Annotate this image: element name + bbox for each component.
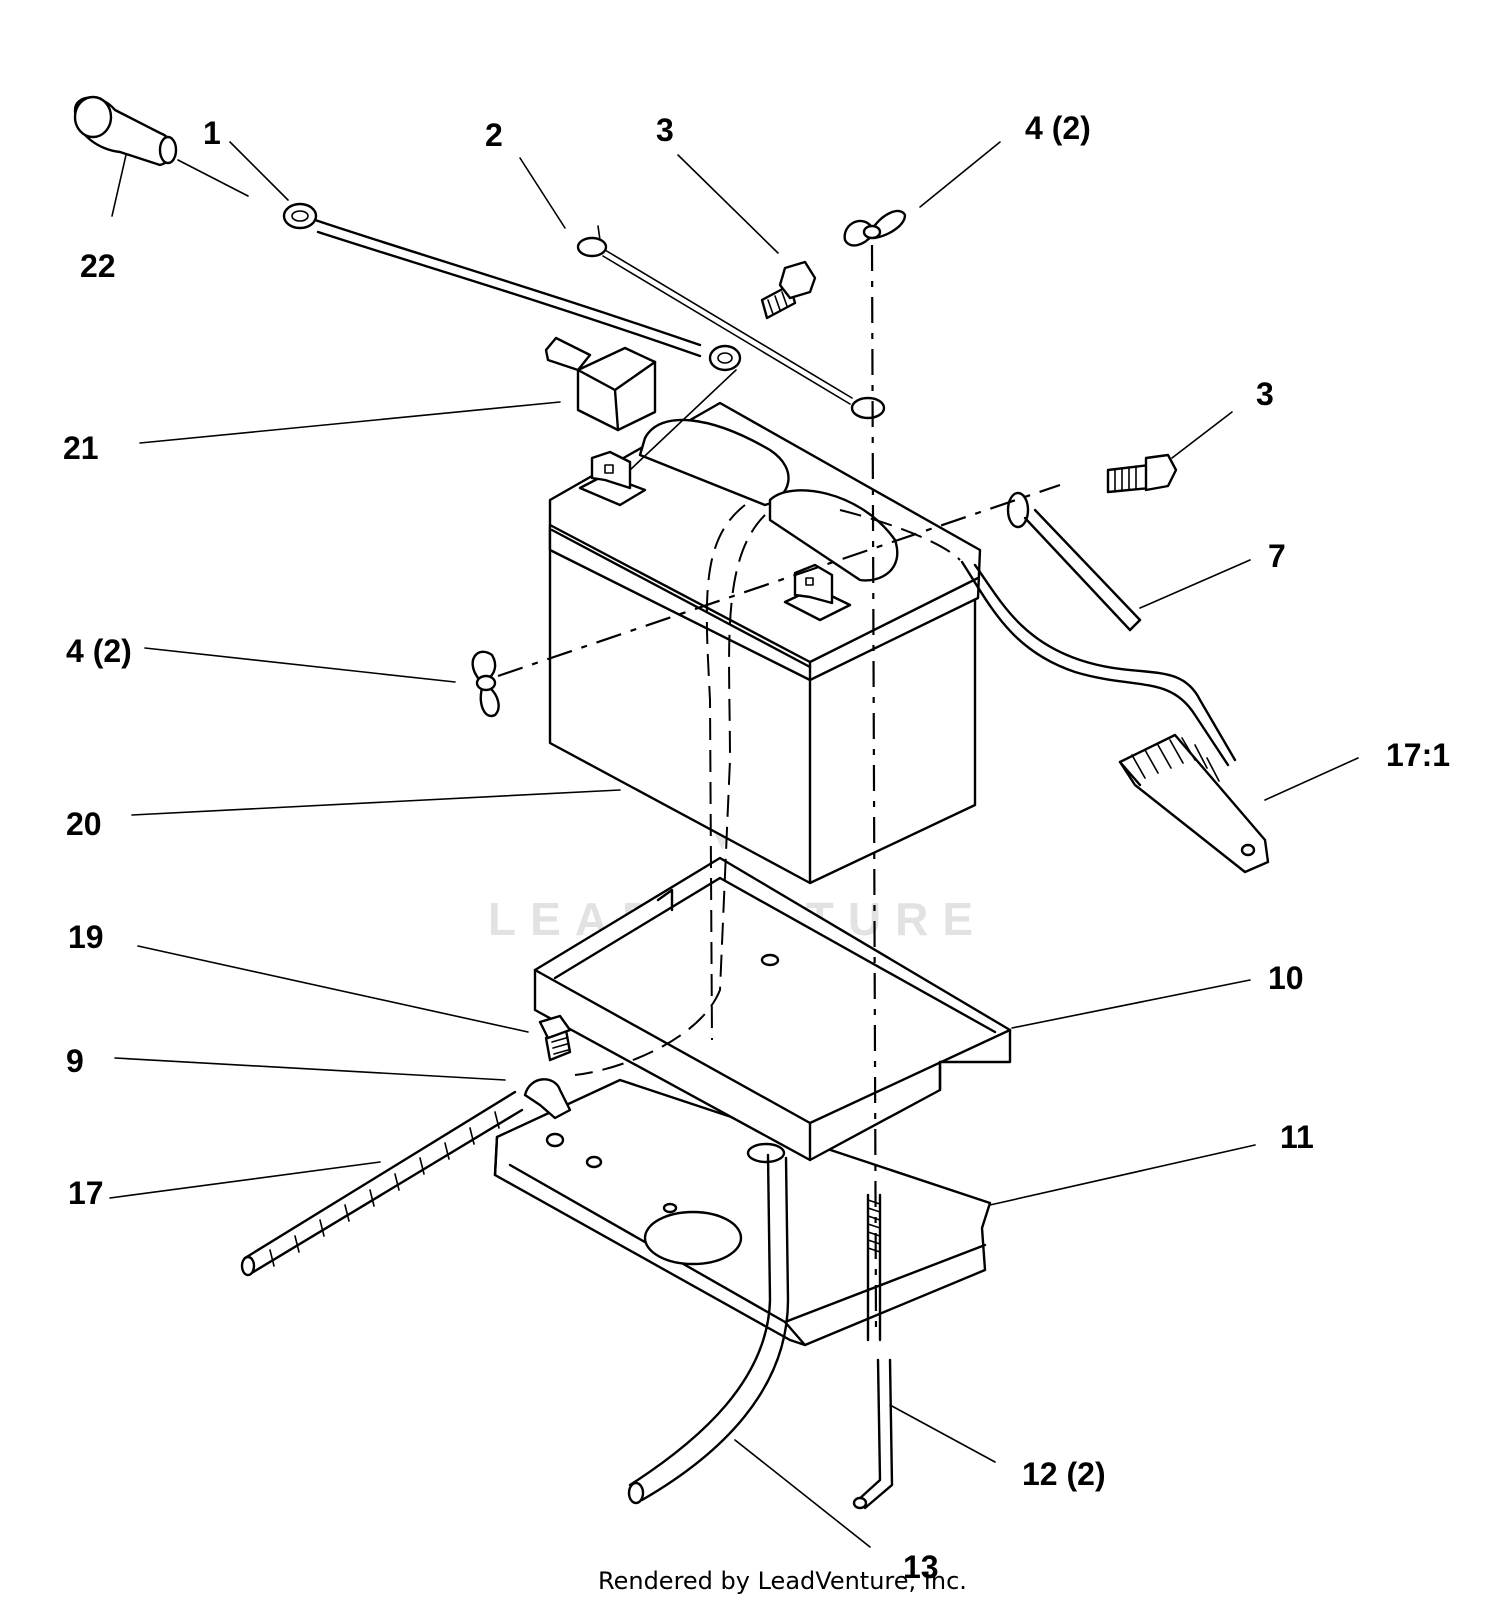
terminal-boot: [544, 336, 657, 432]
callout-9: 9: [66, 1043, 84, 1079]
callout-21: 21: [63, 430, 99, 466]
wing-nut-left: [471, 650, 500, 718]
clamp-9: [523, 1078, 572, 1148]
callout-3-right: 3: [1256, 376, 1274, 412]
callout-12: 12 (2): [1022, 1456, 1106, 1492]
cable-7: [1006, 491, 1142, 632]
bolt-top: [760, 260, 817, 320]
hold-down-rod-12: [852, 1193, 894, 1510]
callout-19: 19: [68, 919, 104, 955]
conduit-17: [240, 1090, 524, 1277]
callout-4-left: 4 (2): [66, 633, 132, 669]
callout-3-top: 3: [656, 112, 674, 148]
callout-2: 2: [485, 117, 503, 153]
callout-22: 22: [80, 248, 116, 284]
battery-base-plate: [493, 1078, 992, 1347]
leader-lines: [109, 141, 1359, 1548]
bolt-right: [1106, 453, 1178, 494]
callout-7: 7: [1268, 538, 1286, 574]
battery-tray: [533, 856, 1012, 1162]
cable-2: [576, 236, 886, 420]
assembly-lines: [497, 225, 1061, 1331]
terminal-cover: [73, 95, 178, 167]
callout-4-top: 4 (2): [1025, 110, 1091, 146]
callout-17-1: 17:1: [1386, 737, 1450, 773]
bolt-19: [538, 1014, 572, 1062]
battery: [548, 401, 982, 885]
wing-nut-top: [843, 209, 907, 247]
callout-labels: 1 2 3 4 (2) 22 21 3 7 4 (2) 17:1 20 19 1…: [63, 110, 1450, 1585]
callout-13: 13: [903, 1549, 939, 1585]
drain-tube-13: [627, 1153, 790, 1505]
callout-20: 20: [66, 806, 102, 842]
callout-1: 1: [203, 115, 221, 151]
cable-1: [282, 202, 742, 372]
callout-17: 17: [68, 1175, 104, 1211]
callout-11: 11: [1280, 1119, 1314, 1155]
credit-text: Rendered by LeadVenture, Inc.: [598, 1567, 967, 1595]
wire-harness-connector: [960, 560, 1270, 874]
callout-10: 10: [1268, 960, 1304, 996]
